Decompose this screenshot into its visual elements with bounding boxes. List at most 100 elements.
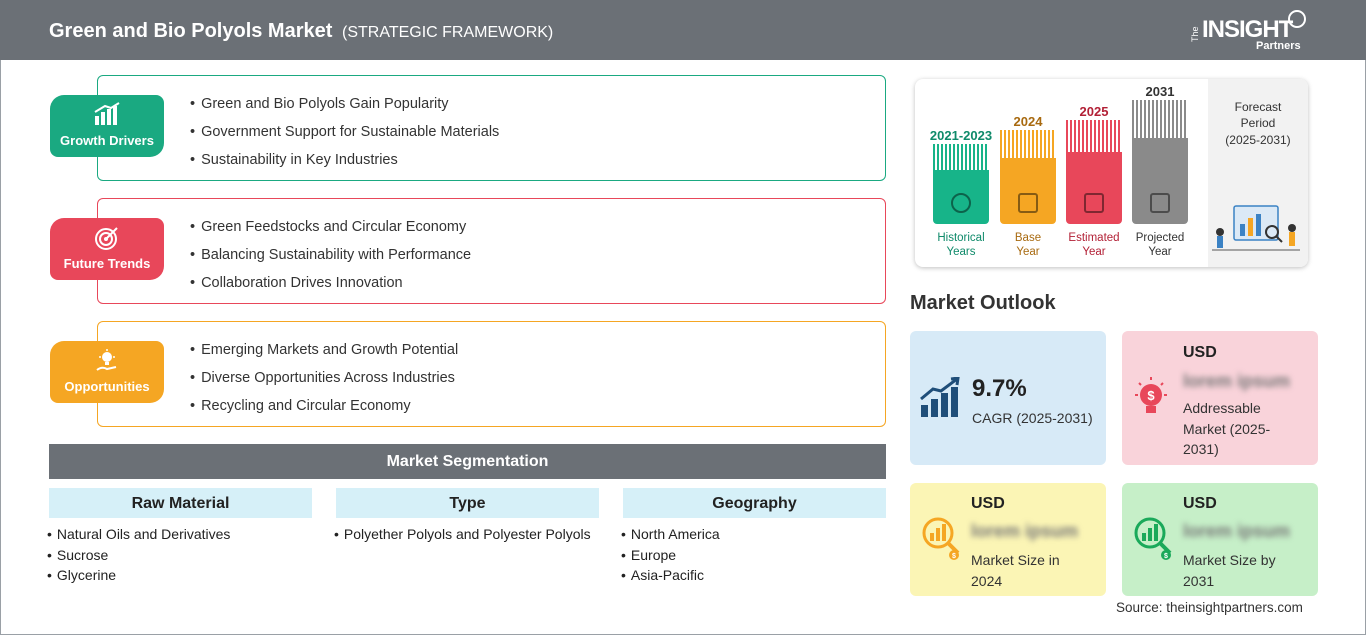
market-size-2031-card: $ USD lorem ipsum Market Size by 2031 <box>1122 483 1318 596</box>
calendar-icon <box>1018 193 1038 213</box>
list-item: Europe <box>621 545 720 566</box>
svg-text:$: $ <box>952 553 956 560</box>
presentation-board-icon <box>1150 193 1170 213</box>
growth-drivers-list: Green and Bio Polyols Gain Popularity Go… <box>190 94 499 178</box>
timeline-label-line: Historical <box>937 232 985 244</box>
future-trends-list: Green Feedstocks and Circular Economy Ba… <box>190 217 471 301</box>
size-2024-currency: USD <box>971 495 1005 512</box>
header-bar: Green and Bio Polyols Market (STRATEGIC … <box>0 0 1366 60</box>
addressable-value: lorem ipsum <box>1183 371 1291 391</box>
timeline-stripes <box>1066 120 1122 152</box>
future-trends-box: Green Feedstocks and Circular Economy Ba… <box>97 198 886 304</box>
addressable-label-line: 2031) <box>1183 441 1219 457</box>
timeline-bar <box>1000 158 1056 224</box>
addressable-label-line: Addressable <box>1183 400 1261 416</box>
size-2031-label: Market Size by 2031 <box>1183 550 1276 591</box>
size-2024-label: Market Size in 2024 <box>971 550 1060 591</box>
list-item: Polyether Polyols and Polyester Polyols <box>334 524 591 545</box>
opportunities-box: Emerging Markets and Growth Potential Di… <box>97 321 886 427</box>
size-2031-value: lorem ipsum <box>1183 521 1291 541</box>
cagr-card: 9.7% CAGR (2025-2031) <box>910 331 1106 465</box>
opportunities-badge: Opportunities <box>50 341 164 403</box>
geography-list: North America Europe Asia-Pacific <box>621 524 720 586</box>
size-2024-label-line: 2024 <box>971 572 1003 589</box>
analytics-illustration-icon <box>1212 198 1300 254</box>
geography-heading: Geography <box>623 488 886 518</box>
opportunities-list: Emerging Markets and Growth Potential Di… <box>190 340 458 424</box>
timeline-label-line: Year <box>1148 246 1172 258</box>
insight-partners-logo[interactable]: The INSIGHT Partners <box>1190 8 1310 54</box>
logo-insight-text: INSIGHT <box>1202 16 1293 43</box>
future-trends-label: Future Trends <box>63 256 151 271</box>
size-2024-label-line: Market Size in <box>971 552 1060 568</box>
timeline-label: Estimated Year <box>1048 231 1140 259</box>
type-heading: Type <box>336 488 599 518</box>
size-2031-currency: USD <box>1183 495 1217 512</box>
size-2031-label-line: 2031 <box>1183 572 1215 589</box>
list-item: Green and Bio Polyols Gain Popularity <box>190 94 499 122</box>
list-item: Green Feedstocks and Circular Economy <box>190 217 471 245</box>
forecast-line: Forecast <box>1234 100 1282 114</box>
timeline-bar <box>1132 138 1188 224</box>
timeline-year: 2024 <box>1013 114 1043 129</box>
timeline-year: 2021-2023 <box>929 128 993 143</box>
target-icon <box>50 225 164 251</box>
logo-ring-icon <box>1288 10 1306 28</box>
future-trends-badge: Future Trends <box>50 218 164 280</box>
timeline-stripes <box>1132 100 1188 138</box>
timeline-label-line: Year <box>1082 246 1106 258</box>
list-item: Natural Oils and Derivatives <box>47 524 231 545</box>
growth-drivers-label: Growth Drivers <box>60 133 154 148</box>
growth-drivers-box: Green and Bio Polyols Gain Popularity Go… <box>97 75 886 181</box>
growth-chart-icon <box>919 376 963 424</box>
logo-partners-text: Partners <box>1256 40 1301 52</box>
timeline-label-line: Estimated <box>1068 232 1120 244</box>
timeline-year: 2031 <box>1145 84 1175 99</box>
forecast-line: Period <box>1240 116 1276 130</box>
bar-chart-growth-icon <box>50 102 164 128</box>
logo-the-text: The <box>1190 26 1200 42</box>
forecast-period-text: Forecast Period (2025-2031) <box>1210 99 1306 148</box>
market-size-2024-card: $ USD lorem ipsum Market Size in 2024 <box>910 483 1106 596</box>
raw-material-heading: Raw Material <box>49 488 312 518</box>
timeline-label: Historical Years <box>915 231 1007 259</box>
svg-text:$: $ <box>1164 553 1168 560</box>
list-item: Diverse Opportunities Across Industries <box>190 368 458 396</box>
list-item: Emerging Markets and Growth Potential <box>190 340 458 368</box>
list-item: Recycling and Circular Economy <box>190 396 458 424</box>
timeline-label: Projected Year <box>1114 231 1206 259</box>
list-item: Government Support for Sustainable Mater… <box>190 122 499 150</box>
svg-text:$: $ <box>1147 388 1155 403</box>
page-title: Green and Bio Polyols Market <box>49 20 333 42</box>
opportunities-label: Opportunities <box>64 379 150 394</box>
cagr-value: 9.7% <box>972 375 1027 402</box>
market-outlook-title: Market Outlook <box>910 292 1056 314</box>
list-item: Asia-Pacific <box>621 565 720 586</box>
timeline-label-line: Year <box>1016 246 1040 258</box>
magnifier-chart-icon: $ <box>1130 515 1176 566</box>
type-list: Polyether Polyols and Polyester Polyols <box>334 524 591 545</box>
timeline-stripes <box>1000 130 1056 158</box>
addressable-label-line: Market (2025- <box>1183 420 1271 437</box>
list-item: Sucrose <box>47 545 230 566</box>
forecast-line: (2025-2031) <box>1225 133 1291 147</box>
list-item: Collaboration Drives Innovation <box>190 273 471 301</box>
size-2031-label-line: Market Size by <box>1183 552 1276 568</box>
page-subtitle: (STRATEGIC FRAMEWORK) <box>342 24 554 41</box>
timeline-label-line: Projected <box>1135 232 1185 244</box>
timeline-year: 2025 <box>1079 104 1109 119</box>
source-text: Source: theinsightpartners.com <box>1116 600 1303 615</box>
timeline-label-line: Base <box>1014 232 1042 244</box>
size-2024-value: lorem ipsum <box>971 521 1079 541</box>
list-item: Balancing Sustainability with Performanc… <box>190 245 471 273</box>
magnifier-chart-icon: $ <box>918 515 964 566</box>
timeline-label-line: Years <box>946 246 976 258</box>
timeline-bar <box>1066 152 1122 224</box>
cagr-label: CAGR (2025-2031) <box>972 410 1093 426</box>
history-clock-icon <box>951 193 971 213</box>
market-segmentation-title: Market Segmentation <box>49 444 886 479</box>
raw-material-list: Natural Oils and Derivatives Sucrose Gly… <box>47 524 231 586</box>
addressable-currency: USD <box>1183 344 1217 361</box>
timeline-label: Base Year <box>982 231 1074 259</box>
list-item: Glycerine <box>47 565 230 586</box>
